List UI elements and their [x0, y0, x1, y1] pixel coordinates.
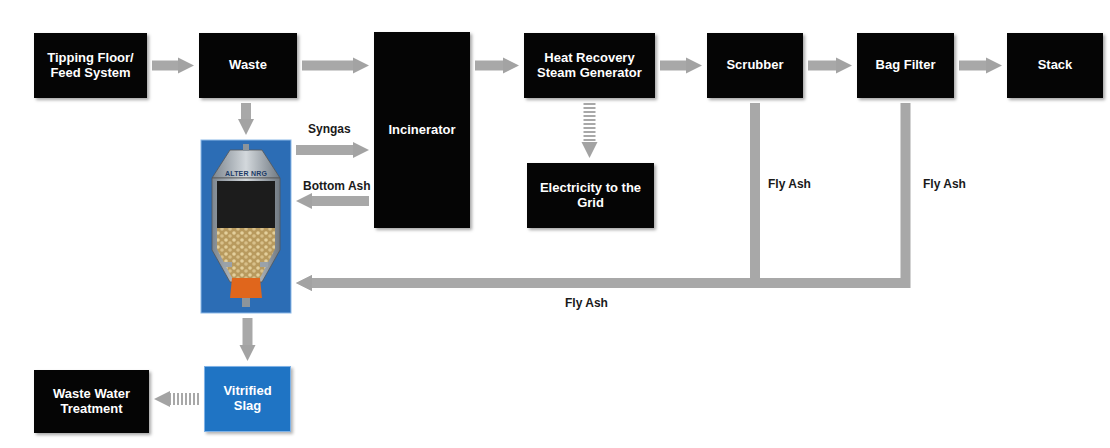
box-label: Waste	[223, 58, 273, 73]
dashed-flow-arrow	[584, 103, 596, 142]
flow-arrow	[302, 61, 353, 71]
box-label: Bag Filter	[870, 58, 942, 73]
torch-port	[260, 262, 268, 267]
box-label: Electricity to the Grid	[527, 181, 654, 211]
vessel-interior	[217, 181, 275, 228]
vessel-shell	[212, 178, 280, 282]
gasifier-vessel: ALTER NRG	[201, 140, 291, 313]
flow-arrow	[152, 61, 178, 71]
slag-tap	[242, 298, 250, 307]
product-box: Vitrified Slag	[204, 366, 291, 432]
process-box: Stack	[1007, 33, 1103, 98]
process-box: Waste Water Treatment	[34, 370, 149, 433]
flow-arrow	[243, 318, 253, 345]
box-label: Vitrified Slag	[205, 384, 290, 414]
output-box: Electricity to the Grid	[527, 163, 654, 228]
torch-port	[224, 262, 232, 267]
dashed-flow-arrow	[170, 393, 199, 405]
flow-arrow	[808, 61, 836, 71]
process-box: Incinerator	[374, 32, 470, 228]
flow-arrow	[660, 61, 686, 71]
flow-arrow	[312, 196, 369, 206]
flow-arrow	[475, 61, 503, 71]
vessel-dome	[212, 150, 280, 178]
flow-label: Fly Ash	[768, 177, 811, 191]
flow-arrow	[241, 103, 251, 119]
vessel-top-port	[243, 144, 249, 151]
plasma-zone	[230, 278, 262, 298]
box-label: Incinerator	[382, 123, 461, 138]
box-label: Scrubber	[720, 58, 789, 73]
flow-label: Fly Ash	[923, 177, 966, 191]
box-label: ALTER NRG	[225, 170, 267, 178]
process-box: Heat Recovery Steam Generator	[524, 33, 655, 98]
process-box: Scrubber	[707, 33, 803, 98]
process-box: Waste	[199, 33, 297, 98]
flow-label: Syngas	[308, 122, 351, 136]
process-box: Bag Filter	[857, 33, 954, 98]
waste-bed	[217, 228, 275, 278]
box-label: Heat Recovery Steam Generator	[524, 51, 655, 81]
box-label: Tipping Floor/ Feed System	[34, 51, 147, 81]
box-label: Stack	[1032, 58, 1079, 73]
flow-label: Bottom Ash	[303, 179, 371, 193]
process-box: Tipping Floor/ Feed System	[34, 33, 147, 98]
box-label: Waste Water Treatment	[34, 387, 149, 417]
flow-label: Fly Ash	[565, 296, 608, 310]
flow-arrow	[296, 145, 353, 155]
flow-arrow	[959, 61, 986, 71]
vessel-panel	[201, 140, 291, 313]
